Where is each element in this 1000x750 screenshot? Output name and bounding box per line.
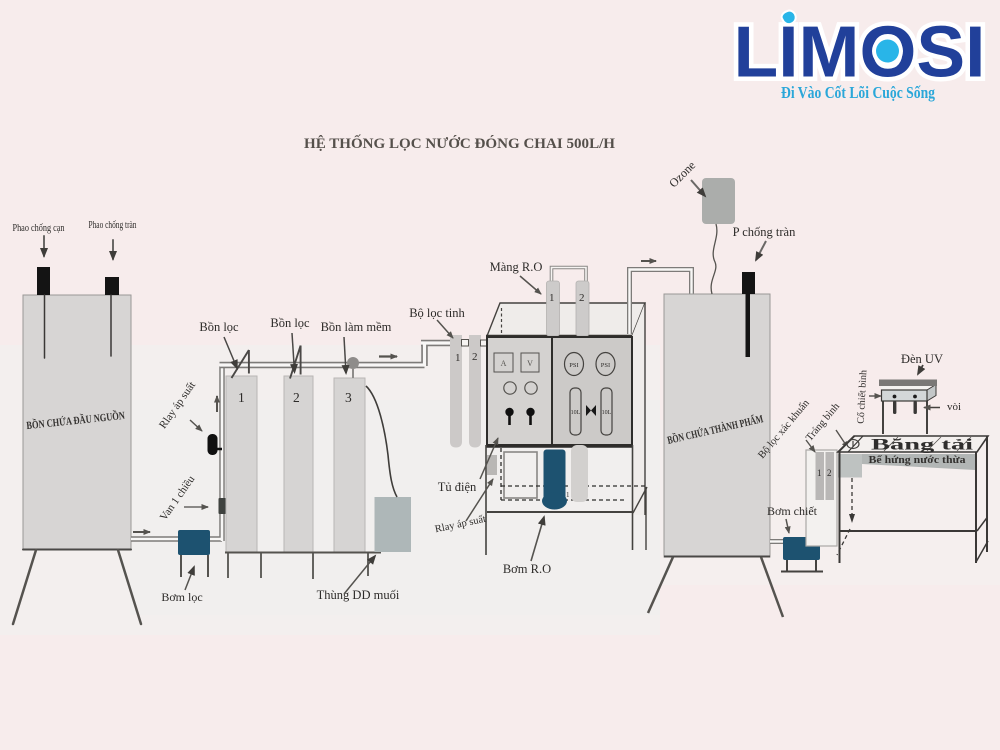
svg-text:Bồn làm mềm: Bồn làm mềm [321,320,392,334]
svg-text:Bồn lọc: Bồn lọc [270,316,310,330]
svg-text:HỆ THỐNG LỌC NƯỚC ĐÓNG CHAI 50: HỆ THỐNG LỌC NƯỚC ĐÓNG CHAI 500L/H [304,134,616,152]
svg-text:1: 1 [817,468,822,478]
svg-text:Tủ điện: Tủ điện [438,480,477,494]
svg-text:V: V [527,359,533,368]
svg-text:Phao chống cạn: Phao chống cạn [13,222,65,234]
svg-text:Bồn lọc: Bồn lọc [199,320,239,334]
svg-text:10L: 10L [602,410,612,416]
svg-text:2: 2 [293,390,300,405]
svg-text:2: 2 [827,468,832,478]
svg-text:PSI: PSI [601,362,610,369]
svg-text:2: 2 [472,351,478,363]
svg-text:PSI: PSI [569,362,578,369]
svg-text:2: 2 [579,292,585,304]
svg-text:Cổ chiết bình: Cổ chiết bình [856,370,870,424]
svg-text:Thùng DD muối: Thùng DD muối [317,588,400,602]
svg-text:1: 1 [238,390,245,405]
svg-text:A: A [501,359,507,368]
svg-text:1: 1 [455,352,461,364]
svg-text:3: 3 [345,390,352,405]
svg-text:Màng R.O: Màng R.O [490,260,543,274]
svg-text:10L: 10L [571,410,581,416]
svg-text:Phao chống tràn: Phao chống tràn [89,219,137,231]
svg-text:1 ℓ: 1 ℓ [566,491,575,499]
svg-text:Bể hứng nước thừa: Bể hứng nước thừa [869,455,966,466]
svg-text:Bộ lọc tinh: Bộ lọc tinh [409,306,465,320]
svg-text:Đèn UV: Đèn UV [901,352,943,366]
svg-text:Đi Vào Cốt Lõi Cuộc Sống: Đi Vào Cốt Lõi Cuộc Sống [781,83,935,102]
svg-text:1: 1 [549,292,555,304]
svg-text:Bơm lọc: Bơm lọc [161,590,202,604]
svg-text:Băng tải: Băng tải [871,437,974,454]
svg-text:LIMOSI: LIMOSI [734,13,986,93]
svg-text:Bơm chiết: Bơm chiết [767,504,818,518]
svg-text:P chống tràn: P chống tràn [733,225,796,239]
svg-text:Bơm R.O: Bơm R.O [503,562,551,576]
svg-text:vòi: vòi [947,401,961,413]
